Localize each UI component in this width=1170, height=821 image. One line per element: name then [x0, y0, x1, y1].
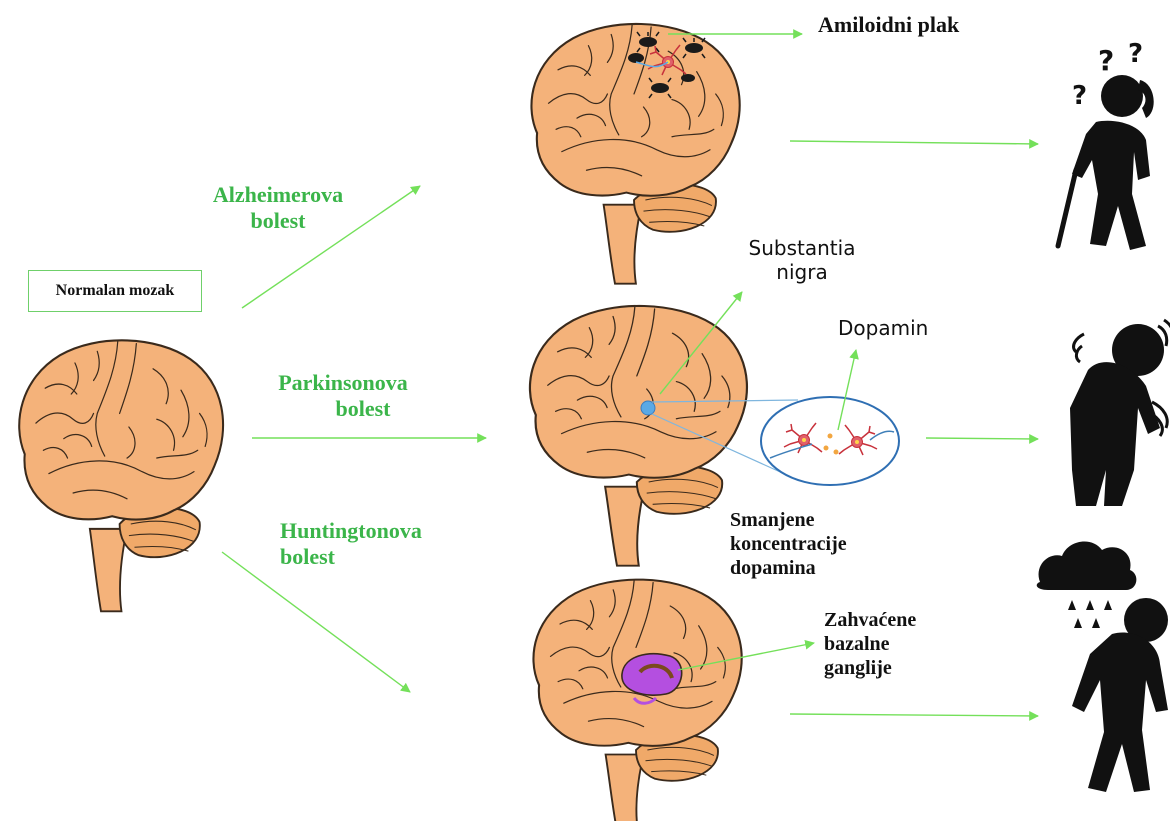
alzheimer-label: Alzheimerova bolest	[190, 182, 366, 235]
basal-ganglia-label-line-3: ganglije	[824, 656, 916, 680]
normal-brain-illustration	[19, 340, 223, 611]
huntington-label: Huntingtonova bolest	[280, 518, 422, 571]
parkinson-label: Parkinsonova bolest	[248, 370, 438, 423]
huntington-label-line-2: bolest	[280, 544, 422, 570]
reduced-dopamine-label-line-2: koncentracije	[730, 532, 847, 556]
parkinson-label-line-1: Parkinsonova	[248, 370, 438, 396]
substantia-nigra-label: Substantia nigra	[740, 236, 864, 284]
parkinson-label-line-2: bolest	[248, 396, 438, 422]
dopamine-label: Dopamin	[838, 316, 928, 340]
alzheimer-label-line-1: Alzheimerova	[190, 182, 366, 208]
reduced-dopamine-label-line-1: Smanjene	[730, 508, 847, 532]
amyloid-plaque-label: Amiloidni plak	[818, 12, 959, 38]
basal-ganglia-label: Zahvaćene bazalne ganglije	[824, 608, 916, 680]
svg-text:?: ?	[1072, 81, 1087, 111]
confused-elderly-person-icon: ? ? ?	[1058, 39, 1154, 250]
basal-ganglia-label-line-2: bazalne	[824, 632, 916, 656]
reduced-dopamine-label: Smanjene koncentracije dopamina	[730, 508, 847, 580]
alzheimer-label-line-2: bolest	[190, 208, 366, 234]
reduced-dopamine-label-line-3: dopamina	[730, 556, 847, 580]
normal-brain-label: Normalan mozak	[28, 270, 202, 312]
svg-text:?: ?	[1128, 39, 1143, 69]
huntington-label-line-1: Huntingtonova	[280, 518, 422, 544]
sad-person-rain-cloud-icon	[1037, 541, 1168, 792]
hunched-person-icon	[1070, 320, 1170, 506]
parkinson-brain-illustration	[530, 306, 747, 566]
substantia-nigra-label-line-1: Substantia	[740, 236, 864, 260]
basal-ganglia-label-line-1: Zahvaćene	[824, 608, 916, 632]
svg-text:?: ?	[1098, 44, 1114, 77]
substantia-nigra-label-line-2: nigra	[740, 260, 864, 284]
